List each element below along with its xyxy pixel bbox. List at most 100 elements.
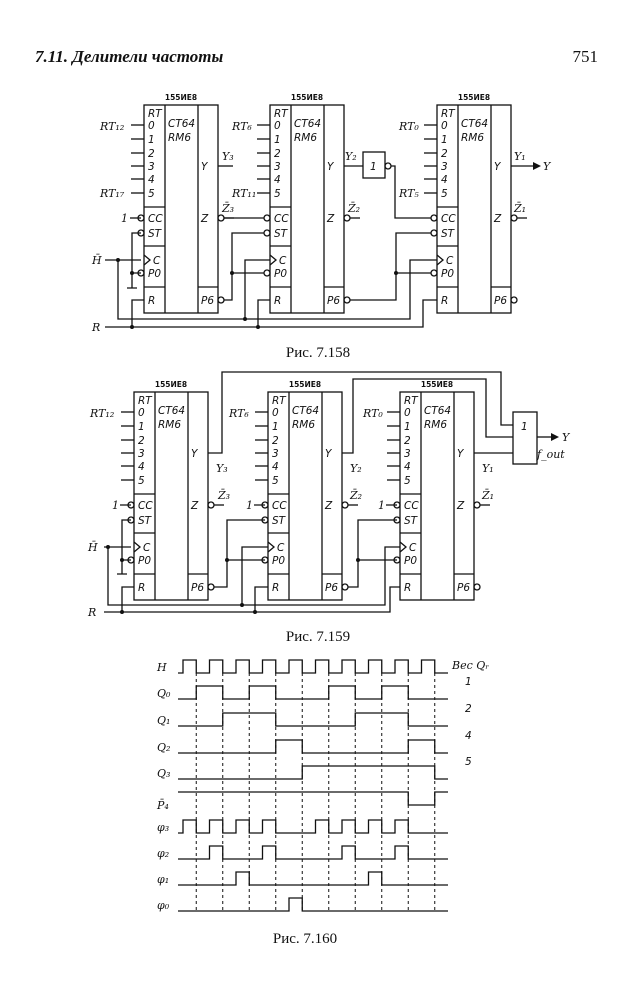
pin-label: 3 (404, 448, 411, 460)
signal-label: φ₀ (157, 899, 170, 912)
chip-divider (437, 206, 511, 288)
label-clock-input: H̄ (87, 541, 98, 554)
label-z2: Z̄₂ (349, 489, 362, 502)
chip-body (399, 391, 475, 601)
inversion-bubble (341, 583, 349, 591)
signal-label: Q₁ (157, 714, 170, 727)
label-y2: Y₂ (350, 462, 362, 475)
junction (230, 271, 234, 275)
pin-label: 4 (404, 461, 411, 473)
waveform (178, 739, 448, 754)
chip-part-number: 155ИЕ8 (421, 380, 453, 389)
chip-type: CT64 (424, 405, 451, 417)
chip-type: CT64 (292, 405, 319, 417)
chip-body (133, 391, 209, 601)
junction (243, 317, 247, 321)
chip-part-number: 155ИЕ8 (291, 93, 323, 102)
clock-triangle-icon (267, 541, 276, 553)
label-y3: Y₃ (222, 150, 234, 163)
label-output-y: Y (543, 160, 552, 173)
signal-weight: 2 (465, 703, 472, 715)
pin-label: Y (201, 161, 209, 173)
clock-triangle-icon (143, 254, 152, 266)
inversion-bubble (430, 214, 438, 222)
pin-label: 5 (274, 188, 281, 200)
inversion-bubble (207, 583, 215, 591)
waveform (178, 765, 448, 780)
pin-label: 3 (274, 161, 281, 173)
pin-label: P6 (494, 295, 507, 307)
signal-label: Q₂ (157, 741, 170, 754)
pin-label: 4 (148, 174, 155, 186)
inversion-bubble (263, 269, 271, 277)
pin-label: Y (191, 448, 199, 460)
label-rt6: RT₆ (228, 407, 249, 420)
wire-y3-to-or (208, 371, 513, 454)
label-y2: Y₂ (345, 150, 357, 163)
chip-divider (400, 493, 474, 575)
label-rt6: RT₆ (231, 120, 252, 133)
label-reset-input: R (91, 321, 100, 334)
chip-divider (154, 392, 189, 600)
inversion-bubble (343, 214, 351, 222)
chip-divider (420, 392, 455, 600)
caption-fig-7-159: Рис. 7.159 (286, 629, 350, 645)
junction (130, 271, 134, 275)
junction (106, 545, 110, 549)
pin-label: Z (200, 213, 209, 225)
inverter-label: 1 (370, 161, 377, 173)
chip-divider (134, 493, 208, 575)
pin-label: RT (441, 108, 456, 120)
chip-body (436, 104, 512, 314)
pin-label: P6 (201, 295, 214, 307)
inversion-bubble (263, 229, 271, 237)
pin-label: 2 (274, 148, 281, 160)
pin-label: 4 (441, 174, 448, 186)
label-z3: Z̄₃ (217, 489, 230, 502)
junction (225, 558, 229, 562)
pin-label: R (404, 582, 411, 594)
pin-label: RT (404, 395, 419, 407)
chip-type: CT64 (461, 118, 488, 130)
waveform (178, 791, 448, 806)
pin-label: P0 (138, 555, 151, 567)
pin-label: 2 (272, 435, 279, 447)
pin-label: C (277, 542, 285, 554)
pin-label: ST (441, 228, 456, 240)
chip-divider (268, 493, 342, 575)
pin-label: 4 (274, 174, 281, 186)
chip-body (269, 104, 345, 314)
wire-p6-chip2 (350, 232, 431, 301)
pin-label: ST (138, 515, 153, 527)
pin-label: 0 (404, 407, 411, 419)
junction (356, 558, 360, 562)
pin-label: Y (327, 161, 335, 173)
pin-label: P0 (274, 268, 287, 280)
pin-label: P0 (441, 268, 454, 280)
pin-label: P0 (272, 555, 285, 567)
pin-label: C (446, 255, 454, 267)
inversion-bubble (510, 296, 518, 304)
label-y1: Y₁ (482, 462, 494, 475)
inversion-bubble (510, 214, 518, 222)
chip-divider (270, 206, 344, 288)
signal-label: φ₁ (157, 873, 169, 886)
pin-label: RT (138, 395, 153, 407)
wire-y2-to-or (342, 378, 513, 454)
caption-fig-7-158: Рис. 7.158 (286, 345, 350, 361)
pin-label: 0 (148, 120, 155, 132)
junction (120, 610, 124, 614)
label-rt12: RT₁₂ (89, 407, 114, 420)
chip-subtype: RM6 (292, 419, 315, 431)
inversion-bubble (343, 296, 351, 304)
pin-label: CC (138, 500, 153, 512)
signal-label: P̄₄ (156, 799, 169, 812)
wire-p6-chip2 (348, 519, 397, 588)
section-title: 7.11. Делители частоты (35, 47, 223, 66)
label-z1: Z̄₁ (481, 489, 494, 502)
label-y1: Y₁ (514, 150, 526, 163)
pin-label: 0 (138, 407, 145, 419)
pin-label: 5 (441, 188, 448, 200)
pin-label: 2 (404, 435, 411, 447)
